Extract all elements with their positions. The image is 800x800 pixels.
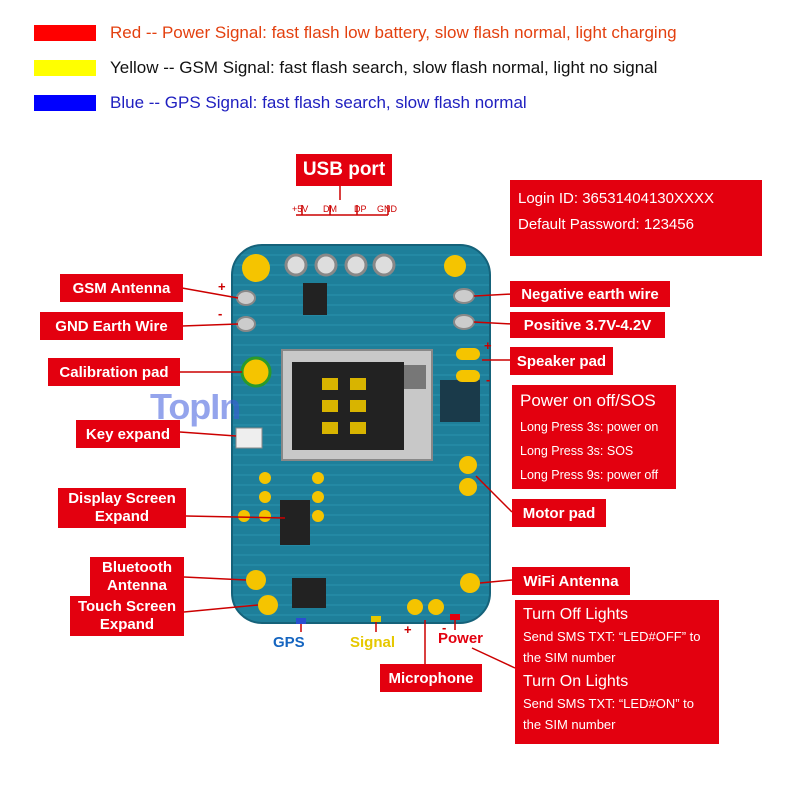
- speaker-pad-label: Speaker pad: [510, 347, 613, 375]
- chip: [292, 578, 326, 608]
- motor-pad: [459, 478, 477, 496]
- touch-expand-label: Touch Screen Expand: [70, 596, 184, 636]
- login-box: Login ID: 36531404130XXXX Default Passwo…: [510, 180, 762, 256]
- wifi-pad: [460, 573, 480, 593]
- bluetooth-line1: Bluetooth: [102, 559, 172, 576]
- leader-lines: [179, 185, 516, 669]
- signal-label: Signal: [350, 634, 396, 651]
- chip: [440, 380, 480, 422]
- sim-contacts: [322, 378, 366, 434]
- gps-label: GPS: [273, 634, 305, 651]
- corner-pad: [242, 254, 270, 282]
- sim-slot: [292, 362, 404, 450]
- gnd-earth-label: GND Earth Wire: [40, 312, 183, 340]
- yellow-swatch: [34, 60, 96, 76]
- usb-pin-dp: DP: [354, 204, 367, 214]
- legend-blue-text: Blue -- GPS Signal: fast flash search, s…: [110, 93, 527, 112]
- mic-pad: [407, 599, 423, 615]
- legend-yellow: [34, 57, 96, 79]
- mic-minus-sign: -: [442, 620, 447, 635]
- login-password: Default Password: 123456: [518, 216, 694, 233]
- positive-voltage-label: Positive 3.7V-4.2V: [510, 312, 665, 338]
- display-expand-line1: Display Screen: [68, 490, 176, 507]
- calibration-label: Calibration pad: [48, 358, 180, 386]
- power-sos-title: Power on off/SOS: [520, 391, 656, 410]
- key-connector: [235, 427, 263, 449]
- motor-pad-label: Motor pad: [512, 499, 606, 527]
- usb-pin-5v: +5V: [292, 204, 309, 214]
- legend-red-text: Red -- Power Signal: fast flash low batt…: [110, 23, 677, 42]
- gnd-pad: [236, 316, 256, 332]
- calibration-pad: [240, 356, 272, 388]
- lights-on-line2: the SIM number: [523, 717, 616, 732]
- lights-box: Turn Off Lights Send SMS TXT: “LED#OFF” …: [515, 600, 719, 744]
- usb-pin: [314, 253, 338, 277]
- login-id: Login ID: 36531404130XXXX: [518, 190, 714, 207]
- usb-pin-dm: DM: [323, 204, 337, 214]
- legend-yellow-text: Yellow -- GSM Signal: fast flash search,…: [110, 58, 658, 77]
- red-swatch: [34, 25, 96, 41]
- usb-pin: [372, 253, 396, 277]
- lights-off-title: Turn Off Lights: [523, 606, 628, 623]
- legend-red: [34, 22, 96, 44]
- usb-pin: [344, 253, 368, 277]
- speaker-minus-sign: -: [486, 372, 491, 387]
- wifi-antenna-label: WiFi Antenna: [512, 567, 630, 595]
- gnd-minus-sign: -: [218, 306, 223, 321]
- negative-earth-label: Negative earth wire: [510, 281, 670, 307]
- legend-blue: [34, 92, 96, 114]
- usb-pin-gnd: GND: [377, 204, 397, 214]
- power-sos-box: Power on off/SOS Long Press 3s: power on…: [512, 385, 676, 489]
- speaker-pad: [456, 370, 480, 382]
- gsm-pad: [236, 290, 256, 306]
- power-off-line: Long Press 9s: power off: [520, 468, 659, 482]
- power-on-line: Long Press 3s: power on: [520, 420, 659, 434]
- touch-pad: [258, 595, 278, 615]
- display-expand-line2: Expand: [94, 508, 150, 525]
- corner-pad: [444, 255, 466, 277]
- sim-latch: [404, 365, 426, 389]
- bluetooth-label: Bluetooth Antenna: [90, 557, 184, 597]
- gsm-antenna-label: GSM Antenna: [60, 274, 183, 302]
- usb-pin: [284, 253, 308, 277]
- lights-on-line1: Send SMS TXT: “LED#ON” to: [523, 696, 694, 711]
- usb-port-label: USB port: [296, 154, 392, 186]
- microphone-label: Microphone: [380, 664, 482, 692]
- touch-expand-line1: Touch Screen: [77, 598, 177, 615]
- lights-off-line2: the SIM number: [523, 650, 616, 665]
- blue-swatch: [34, 95, 96, 111]
- power-label: Power: [438, 630, 484, 647]
- power-led: [450, 614, 460, 620]
- mic-plus-sign: +: [404, 622, 412, 637]
- negative-pad: [453, 288, 475, 304]
- bt-pad: [246, 570, 266, 590]
- motor-pad: [459, 456, 477, 474]
- lights-on-title: Turn On Lights: [523, 673, 629, 690]
- touch-expand-line2: Expand: [99, 616, 155, 633]
- sos-line: Long Press 3s: SOS: [520, 444, 634, 458]
- display-pads: [238, 472, 324, 522]
- mic-pad: [428, 599, 444, 615]
- lights-off-line1: Send SMS TXT: “LED#OFF” to: [523, 629, 701, 644]
- signal-led: [371, 616, 381, 622]
- chip: [280, 500, 310, 545]
- bluetooth-line2: Antenna: [107, 577, 167, 594]
- chip: [303, 283, 327, 315]
- speaker-plus-sign: +: [484, 338, 492, 353]
- speaker-pad: [456, 348, 480, 360]
- positive-pad: [453, 314, 475, 330]
- gps-led: [296, 618, 306, 624]
- gsm-plus-sign: +: [218, 279, 226, 294]
- key-expand-label: Key expand: [76, 420, 180, 448]
- display-expand-label: Display Screen Expand: [58, 488, 186, 528]
